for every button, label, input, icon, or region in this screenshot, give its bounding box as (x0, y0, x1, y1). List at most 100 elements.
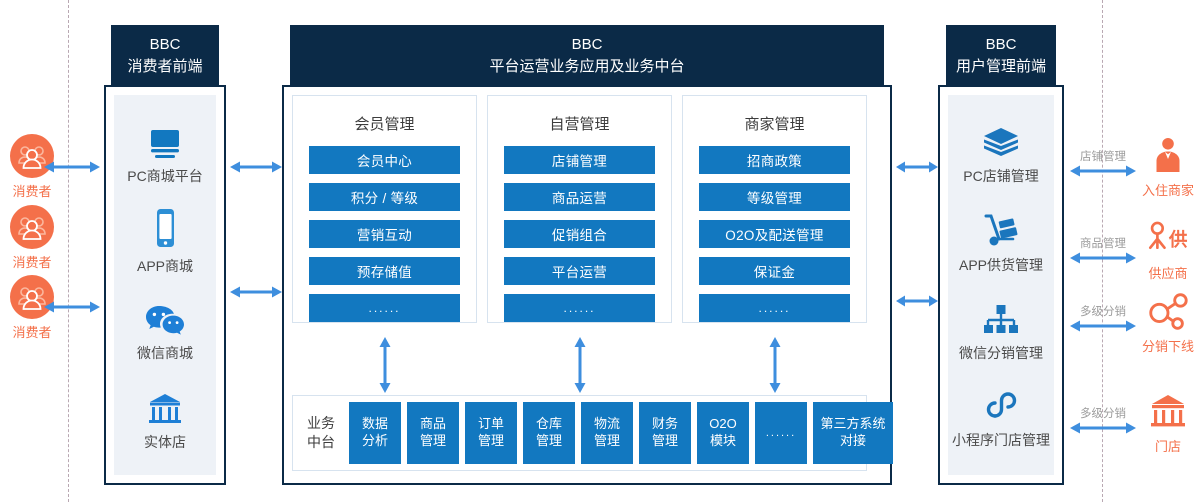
module-item[interactable]: 会员中心 (309, 146, 460, 174)
platform-strip-label: 业务 中台 (293, 414, 349, 452)
cell-line1: 仓库 (535, 416, 562, 432)
monitor-icon (106, 115, 224, 159)
left-header-line2: 消费者前端 (127, 58, 203, 75)
hand-truck-icon (940, 204, 1062, 248)
module-item-more[interactable]: ...... (504, 294, 655, 322)
platform-cells: 数据 分析 商品 管理 订单 管理 (349, 402, 893, 464)
arrow-frontend-to-center (230, 160, 282, 174)
cell-line1: ...... (765, 426, 797, 439)
platform-cell-o2o-module[interactable]: O2O 模块 (697, 402, 749, 464)
cell-line2: 管理 (651, 433, 678, 448)
platform-cell-more[interactable]: ...... (755, 402, 807, 464)
platform-cell-third-party[interactable]: 第三方系统 对接 (813, 402, 893, 464)
channel-label: 微信商城 (137, 345, 193, 361)
connector-label-shop-mgmt: 店铺管理 (1080, 151, 1126, 163)
arrow-consumer1-to-frontend (44, 160, 100, 174)
actor-downline: 分销下线 (1136, 288, 1200, 355)
cell-line2: 分析 (361, 433, 388, 448)
arrow-usermgmt-to-store (1070, 421, 1136, 435)
usermgmt-label: APP供货管理 (958, 257, 1043, 273)
connector-label-multilevel-distribution-2: 多级分销 (1080, 408, 1126, 420)
arrow-center-to-usermgmt (896, 160, 938, 174)
usermgmt-miniprogram-store[interactable]: 小程序门店管理 (940, 379, 1062, 450)
usermgmt-pc-shop[interactable]: PC店铺管理 (940, 115, 1062, 186)
storefront-icon (106, 381, 224, 425)
users-circle-icon (9, 274, 55, 320)
usermgmt-label: PC店铺管理 (963, 168, 1039, 184)
left-panel-header: BBC 消费者前端 (111, 25, 219, 87)
actor-consumer-2: 消费者 (0, 204, 64, 271)
cell-line1: 物流 (593, 416, 620, 432)
channel-app-mall[interactable]: APP商城 (106, 205, 224, 276)
module-item[interactable]: 营销互动 (309, 220, 460, 248)
platform-cell-order-mgmt[interactable]: 订单 管理 (465, 402, 517, 464)
arrow-consumer3-to-frontend (44, 300, 100, 314)
module-item[interactable]: 店铺管理 (504, 146, 655, 174)
left-header-line1: BBC (149, 36, 181, 54)
channel-pc-mall[interactable]: PC商城平台 (106, 115, 224, 186)
actor-merchant: 入住商家 (1136, 132, 1200, 199)
usermgmt-app-supply[interactable]: APP供货管理 (940, 204, 1062, 275)
supplier-icon: 供 (1145, 215, 1191, 261)
miniprogram-icon (940, 379, 1062, 423)
module-item[interactable]: 平台运营 (504, 257, 655, 285)
boundary-line-left (68, 0, 69, 502)
module-item-more[interactable]: ...... (699, 294, 850, 322)
card-title: 会员管理 (354, 116, 415, 133)
cell-line2: 管理 (593, 433, 620, 448)
center-header-line1: BBC (571, 36, 603, 54)
actor-label: 分销下线 (1141, 339, 1194, 354)
left-panel: PC商城平台 APP商城 (104, 85, 226, 485)
module-card-self-operated: 自营管理 店铺管理 商品运营 促销组合 平台运营 ...... (487, 95, 672, 323)
arrow-usermgmt-to-supplier (1070, 251, 1136, 265)
actor-label: 消费者 (12, 325, 52, 340)
center-panel: 会员管理 会员中心 积分 / 等级 营销互动 预存储值 ...... 自营管理 … (282, 85, 893, 485)
arrow-usermgmt-to-merchant (1070, 164, 1136, 178)
wechat-icon (106, 292, 224, 336)
channel-physical-store[interactable]: 实体店 (106, 381, 224, 452)
arrow-member-to-platform (378, 337, 392, 393)
arrow-merchant-to-platform (768, 337, 782, 393)
actor-label: 入住商家 (1141, 183, 1194, 198)
platform-cell-logistics-mgmt[interactable]: 物流 管理 (581, 402, 633, 464)
cell-line1: 财务 (651, 416, 678, 432)
module-item[interactable]: 保证金 (699, 257, 850, 285)
platform-cell-finance-mgmt[interactable]: 财务 管理 (639, 402, 691, 464)
actor-consumer-3: 消费者 (0, 274, 64, 341)
svg-text:供: 供 (1168, 229, 1188, 250)
actor-label: 消费者 (12, 184, 52, 199)
store-icon (1145, 388, 1191, 434)
actor-store: 门店 (1136, 388, 1200, 455)
actor-label: 门店 (1154, 439, 1181, 454)
card-title: 自营管理 (549, 116, 610, 133)
right-header-line1: BBC (985, 36, 1017, 54)
actor-consumer-1: 消费者 (0, 133, 64, 200)
module-item-more[interactable]: ...... (309, 294, 460, 322)
cell-line2: 管理 (477, 433, 504, 448)
cell-line2: 管理 (419, 433, 446, 448)
module-item[interactable]: 招商政策 (699, 146, 850, 174)
connector-label-multilevel-distribution-1: 多级分销 (1080, 306, 1126, 318)
merchant-person-icon (1145, 132, 1191, 178)
arrow-frontend-to-center-2 (230, 285, 282, 299)
platform-cell-warehouse-mgmt[interactable]: 仓库 管理 (523, 402, 575, 464)
module-item[interactable]: 等级管理 (699, 183, 850, 211)
cell-line1: 订单 (477, 416, 504, 432)
cell-line2: 管理 (535, 433, 562, 448)
module-item[interactable]: 促销组合 (504, 220, 655, 248)
channel-wechat-mall[interactable]: 微信商城 (106, 292, 224, 363)
module-item[interactable]: 预存储值 (309, 257, 460, 285)
module-item[interactable]: 积分 / 等级 (309, 183, 460, 211)
module-item[interactable]: 商品运营 (504, 183, 655, 211)
platform-cell-product-mgmt[interactable]: 商品 管理 (407, 402, 459, 464)
cell-line1: O2O (709, 416, 737, 432)
usermgmt-wechat-distribution[interactable]: 微信分销管理 (940, 292, 1062, 363)
module-item[interactable]: O2O及配送管理 (699, 220, 850, 248)
actor-supplier: 供 供应商 (1136, 215, 1200, 282)
platform-cell-data-analysis[interactable]: 数据 分析 (349, 402, 401, 464)
right-panel: PC店铺管理 APP供货管理 (938, 85, 1064, 485)
right-header-line2: 用户管理前端 (955, 58, 1046, 75)
cell-line1: 数据 (361, 416, 388, 432)
arrow-usermgmt-to-downline (1070, 319, 1136, 333)
actor-label: 供应商 (1148, 266, 1188, 281)
